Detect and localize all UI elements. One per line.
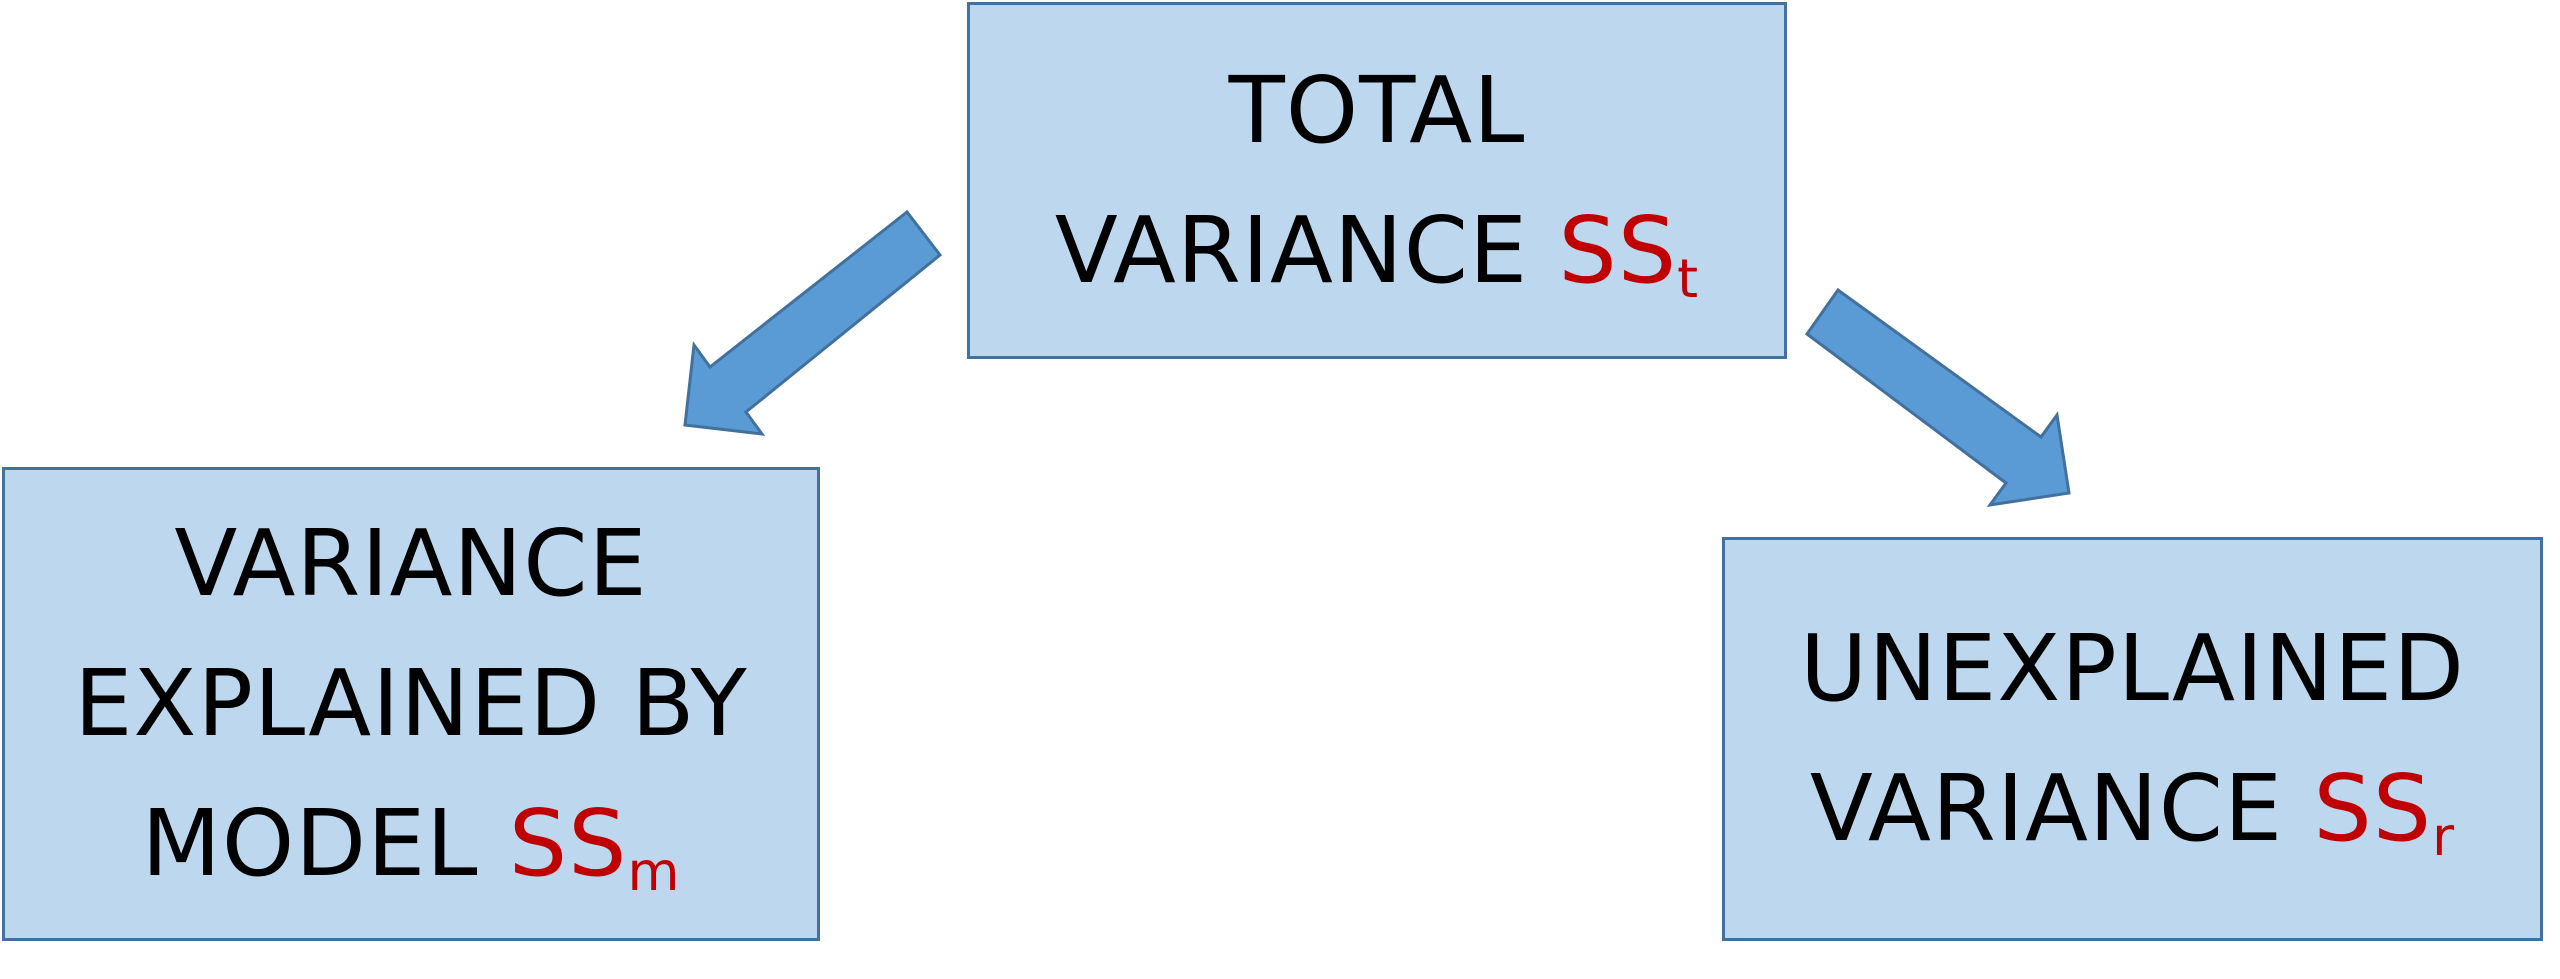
total-symbol-subscript: t (1677, 246, 1700, 310)
unexplained-symbol-subscript: r (2432, 804, 2456, 868)
arrow-total-to-model (683, 209, 943, 436)
arrow-total-to-unexplained (1804, 287, 2071, 508)
model-line-2: EXPLAINED BY (74, 650, 748, 757)
total-line-1: TOTAL (1228, 56, 1526, 164)
total-symbol-base: SS (1558, 196, 1678, 304)
unexplained-variance-box: UNEXPLAINED VARIANCE SSr (1722, 537, 2543, 941)
model-line-3: MODEL SSm (141, 774, 680, 914)
unexplained-label: VARIANCE (1809, 755, 2284, 862)
total-label: VARIANCE (1054, 196, 1529, 304)
model-symbol-base: SS (508, 790, 628, 897)
total-line-2: VARIANCE SSt (1055, 181, 1699, 321)
model-symbol: SSm (508, 790, 681, 898)
unexplained-symbol: SSr (2313, 755, 2455, 863)
model-variance-box: VARIANCE EXPLAINED BY MODEL SSm (2, 467, 820, 941)
total-variance-box: TOTAL VARIANCE SSt (967, 2, 1787, 359)
unexplained-line-2: VARIANCE SSr (1810, 739, 2455, 879)
model-line-1: VARIANCE (174, 510, 648, 617)
unexplained-symbol-base: SS (2313, 755, 2433, 862)
model-symbol-subscript: m (627, 839, 681, 903)
unexplained-line-1: UNEXPLAINED (1799, 615, 2466, 722)
model-label: MODEL (141, 790, 479, 897)
total-symbol: SSt (1558, 196, 1699, 305)
